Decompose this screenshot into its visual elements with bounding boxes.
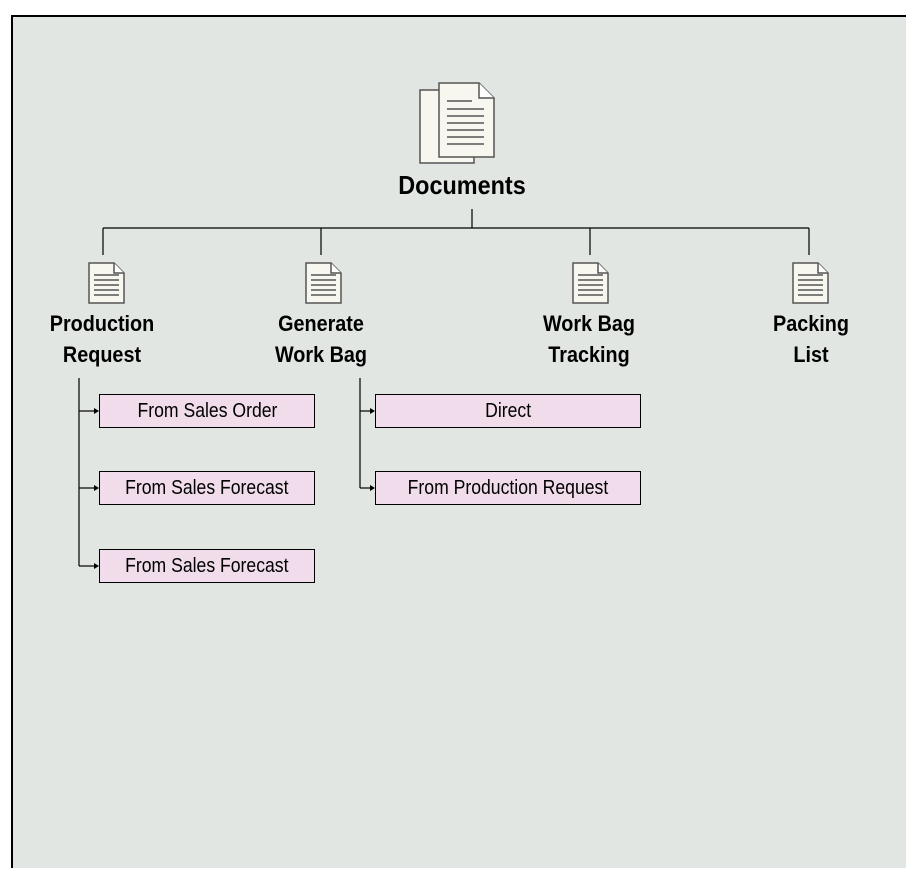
subitem-from-sales-forecast[interactable]: From Sales Forecast	[99, 471, 315, 505]
document-icon	[572, 262, 609, 304]
branch-packing-list: Packing List	[748, 308, 874, 370]
diagram-canvas: Documents Production Request Generate Wo…	[11, 15, 906, 868]
branch-label-line: Request	[62, 342, 142, 367]
stacked-documents-icon	[419, 82, 495, 164]
subitem-from-sales-forecast[interactable]: From Sales Forecast	[99, 549, 315, 583]
branch-label-line: Production	[49, 311, 155, 336]
subitem-label: Direct	[485, 400, 531, 422]
subitem-from-production-request[interactable]: From Production Request	[375, 471, 641, 505]
branch-production-request: Production Request	[35, 308, 170, 370]
branch-work-bag-tracking: Work Bag Tracking	[522, 308, 657, 370]
root-label: Documents	[398, 170, 526, 200]
branch-generate-work-bag: Generate Work Bag	[254, 308, 389, 370]
tree-connectors	[78, 209, 810, 569]
subitem-label: From Sales Forecast	[125, 477, 289, 499]
branch-label-line: Packing	[773, 311, 849, 336]
branch-label-line: Generate	[278, 311, 364, 336]
subitem-label: From Production Request	[407, 477, 609, 499]
subitem-label: From Sales Order	[137, 400, 277, 422]
document-icon	[792, 262, 829, 304]
branch-label-line: Work Bag	[542, 311, 636, 336]
document-icon	[305, 262, 342, 304]
document-icon	[88, 262, 125, 304]
branch-label-line: Tracking	[548, 342, 630, 367]
subitem-direct[interactable]: Direct	[375, 394, 641, 428]
subitem-label: From Sales Forecast	[125, 555, 289, 577]
subitem-from-sales-order[interactable]: From Sales Order	[99, 394, 315, 428]
branch-label-line: Work Bag	[274, 342, 368, 367]
branch-label-line: List	[793, 342, 829, 367]
